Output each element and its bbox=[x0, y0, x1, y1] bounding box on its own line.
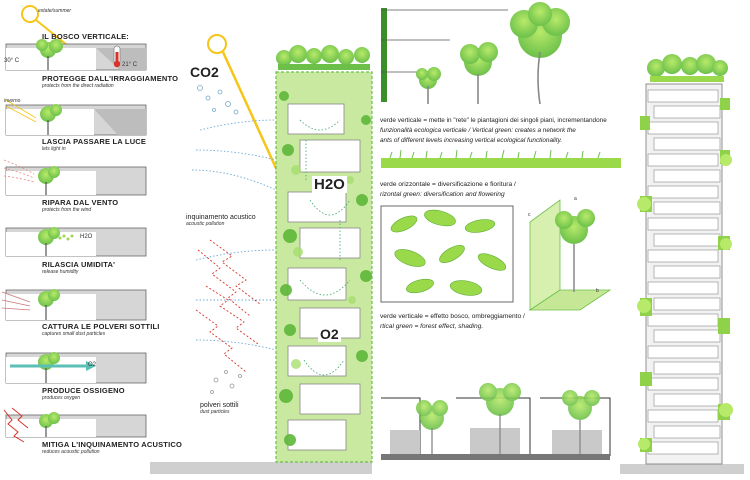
acoustic-pollution-label: inquinamento acustico acoustic pollution bbox=[186, 214, 256, 227]
elevation-tower-graphics bbox=[620, 54, 744, 474]
benefit-title: RIPARA DAL VENTO bbox=[42, 198, 119, 207]
o2-label: O2 bbox=[318, 326, 341, 342]
axis-label-a: a bbox=[574, 196, 577, 202]
sun-icon-center bbox=[207, 34, 227, 54]
co2-label: CO2 bbox=[190, 64, 219, 80]
h2o-small-label: H2O bbox=[80, 234, 93, 240]
benefit-title: PROTEGGE DALL'IRRAGGIAMENTO bbox=[42, 74, 179, 83]
axis-label-b: b bbox=[596, 288, 599, 294]
benefit-subtitle: captures small dust particles bbox=[42, 331, 106, 337]
winter-label: inverno bbox=[4, 98, 21, 104]
temp-inside: 21° C bbox=[122, 62, 138, 68]
o2-small-label: O2 bbox=[88, 362, 97, 368]
noise-title: inquinamento acustico bbox=[186, 214, 256, 221]
forest-effect-caption: verde verticale = effetto bosco, ombregg… bbox=[380, 312, 525, 332]
benefit-subtitle: release humidity bbox=[42, 269, 79, 275]
season-label: estate/summer bbox=[38, 8, 72, 14]
benefit-subtitle: protects from the wind bbox=[42, 207, 92, 213]
vertical-green-line-2: funzionalità ecologica verticale / Verti… bbox=[380, 127, 576, 134]
benefit-title: PRODUCE OSSIGENO bbox=[42, 386, 125, 395]
benefit-item: MITIGA L'INQUINAMENTO ACUSTICO reduces a… bbox=[42, 440, 182, 455]
axis-label-c: c bbox=[528, 212, 531, 218]
benefit-subtitle: produces oxygen bbox=[42, 395, 81, 401]
left-heading: IL BOSCO VERTICALE: bbox=[42, 32, 129, 41]
horizontal-green-line-2: rizontal green: diversification and flow… bbox=[380, 191, 505, 198]
benefit-item: PRODUCE OSSIGENO produces oxygen bbox=[42, 386, 125, 401]
benefit-title: MITIGA L'INQUINAMENTO ACUSTICO bbox=[42, 440, 183, 449]
benefit-title: CATTURA LE POLVERI SOTTILI bbox=[42, 322, 160, 331]
vertical-green-caption: verde verticale = mette in "rete" le pia… bbox=[380, 116, 620, 146]
right-panel-graphics bbox=[380, 2, 621, 460]
benefit-title: LASCIA PASSARE LA LUCE bbox=[42, 137, 147, 146]
horizontal-green-line-1: verde orizzontale = diversificazione e f… bbox=[380, 181, 516, 188]
forest-line-1: verde verticale = effetto bosco, ombregg… bbox=[380, 313, 525, 320]
dust-subtitle: dust particles bbox=[200, 409, 230, 415]
dust-title: polveri sottili bbox=[200, 402, 239, 409]
horizontal-green-caption: verde orizzontale = diversificazione e f… bbox=[380, 180, 516, 200]
benefit-item: RIPARA DAL VENTO protects from the wind bbox=[42, 198, 118, 213]
h2o-label: H2O bbox=[312, 176, 347, 193]
left-panel-graphics bbox=[1, 5, 147, 443]
benefit-item: RILASCIA UMIDITA' release humidity bbox=[42, 260, 115, 275]
forest-line-2: rtical green = forest effect, shading. bbox=[380, 323, 484, 330]
benefit-item: LASCIA PASSARE LA LUCE lets light in bbox=[42, 137, 146, 152]
benefit-title: RILASCIA UMIDITA' bbox=[42, 260, 116, 269]
sun-icon bbox=[21, 5, 39, 23]
benefit-subtitle: lets light in bbox=[42, 146, 66, 152]
dust-label: polveri sottili dust particles bbox=[200, 402, 239, 415]
benefit-subtitle: protects from the direct radiation bbox=[42, 83, 114, 89]
vertical-green-line-3: ants of different levels increasing vert… bbox=[380, 137, 563, 144]
vertical-green-line-1: verde verticale = mette in "rete" le pia… bbox=[380, 117, 607, 124]
temp-outside: 30° C bbox=[4, 58, 20, 64]
benefit-item: CATTURA LE POLVERI SOTTILI captures smal… bbox=[42, 322, 160, 337]
noise-subtitle: acoustic pollution bbox=[186, 221, 225, 227]
center-panel-graphics bbox=[150, 34, 373, 474]
benefit-subtitle: reduces acoustic pollution bbox=[42, 449, 100, 455]
benefit-item: PROTEGGE DALL'IRRAGGIAMENTO protects fro… bbox=[42, 74, 178, 89]
